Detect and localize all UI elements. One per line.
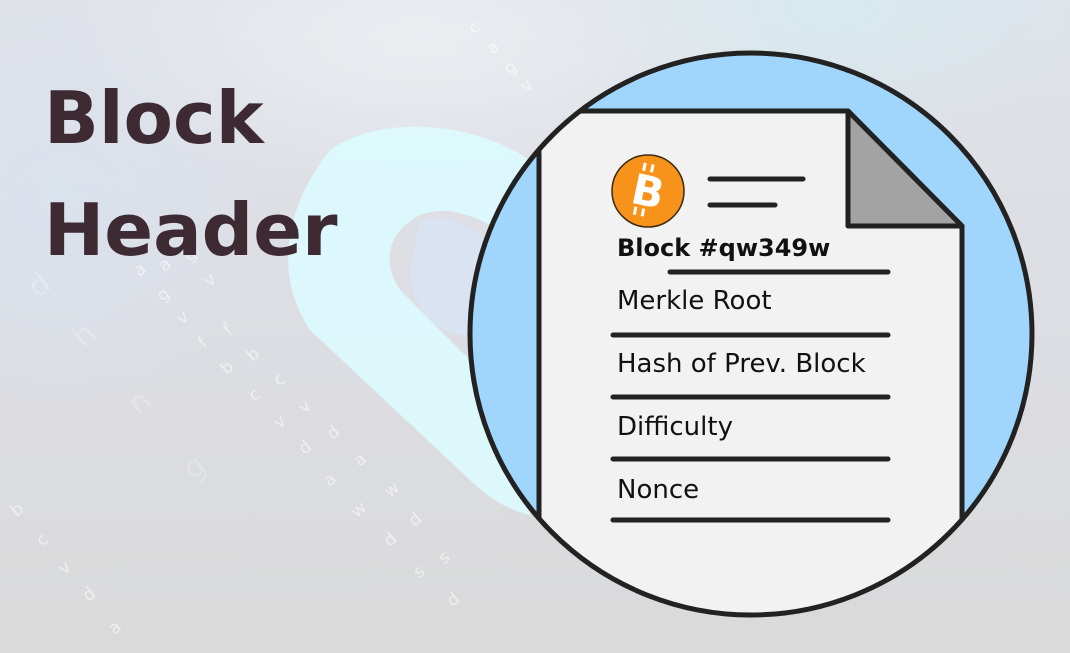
title-line-block: Block (44, 76, 264, 160)
bitcoin-icon: B (611, 154, 685, 228)
title-line-header: Header (44, 188, 338, 272)
page-title: Block Header (44, 62, 338, 286)
field-merkle-root: Merkle Root (617, 286, 772, 316)
field-difficulty: Difficulty (617, 412, 733, 442)
field-hash-prev-block: Hash of Prev. Block (617, 349, 866, 379)
block-id-label: Block #qw349w (617, 234, 831, 262)
page-fold (845, 108, 965, 229)
field-nonce: Nonce (617, 475, 700, 505)
document: B (536, 108, 965, 615)
